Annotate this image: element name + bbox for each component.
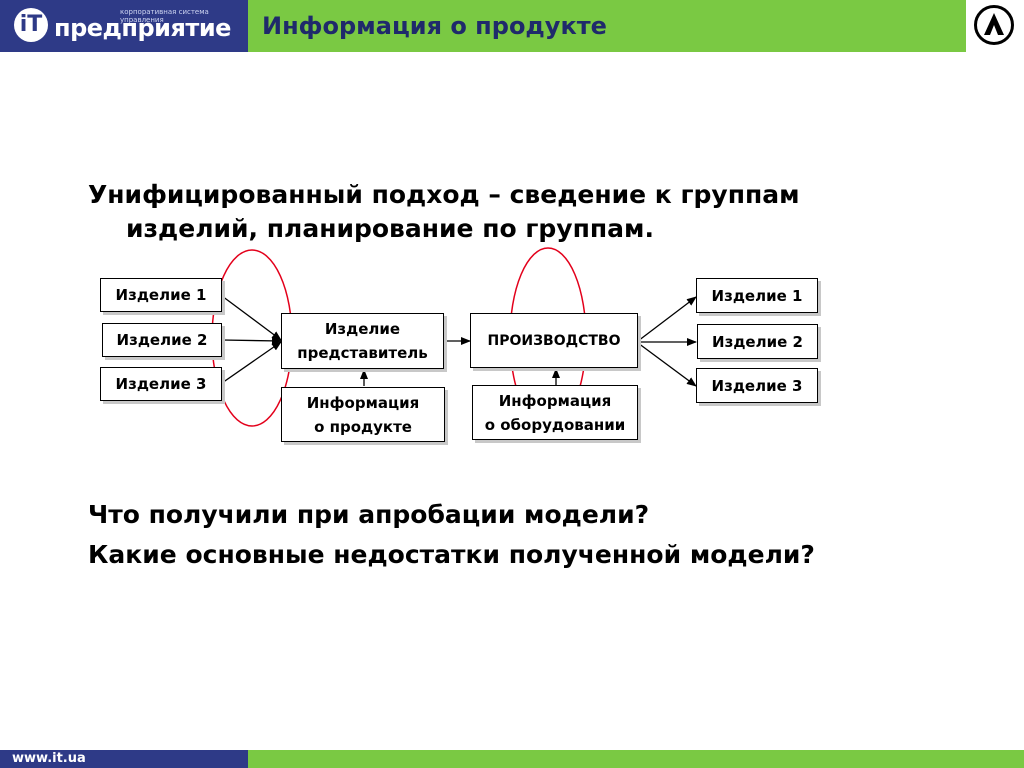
heading-line-1: Унифицированный подход – сведение к груп… — [88, 180, 800, 209]
left-item-2: Изделие 2 — [102, 323, 222, 357]
right-item-1: Изделие 1 — [696, 278, 818, 313]
logo-tagline: корпоративная система управления — [120, 8, 209, 24]
arrow-item3-to-representative — [221, 341, 282, 384]
highlight-ellipse-left — [211, 249, 293, 427]
emblem-container — [964, 0, 1024, 52]
brand-logo[interactable]: iT корпоративная система управления пред… — [0, 0, 248, 52]
header-bar: iT корпоративная система управления пред… — [0, 0, 1024, 52]
right-item-3: Изделие 3 — [696, 368, 818, 403]
production-box: ПРОИЗВОДСТВО — [470, 313, 638, 368]
equipment-info-line-2: о оборудовании — [484, 415, 626, 434]
equipment-info-line-1: Информация — [498, 391, 612, 410]
footer-brand-area: www.it.ua — [0, 750, 248, 768]
right-item-2: Изделие 2 — [697, 324, 818, 359]
footer-bar: www.it.ua — [0, 750, 1024, 768]
equipment-info-box: Информация о оборудовании — [472, 385, 638, 440]
arrow-item2-to-representative — [221, 336, 282, 345]
left-item-3: Изделие 3 — [100, 367, 222, 401]
company-emblem-icon — [974, 5, 1014, 45]
it-logo-icon: iT — [14, 8, 48, 42]
product-info-line-2: о продукте — [314, 417, 412, 436]
arrow-production-to-item1 — [637, 296, 697, 342]
product-info-line-1: Информация — [306, 393, 420, 412]
logo-name: предприятие — [54, 14, 231, 42]
arrow-item1-to-representative — [221, 295, 282, 341]
product-info-box: Информация о продукте — [281, 387, 445, 442]
heading-line-2: изделий, планирование по группам. — [126, 214, 654, 243]
arrow-production-to-item3 — [637, 342, 697, 387]
representative-line-1: Изделие — [324, 320, 401, 338]
left-item-1: Изделие 1 — [100, 278, 222, 312]
footer-url-link[interactable]: www.it.ua — [12, 751, 86, 766]
representative-line-2: представитель — [297, 344, 428, 362]
main-heading: Унифицированный подход – сведение к груп… — [88, 178, 848, 246]
question-2: Какие основные недостатки полученной мод… — [88, 540, 815, 569]
representative-box: Изделие представитель — [281, 313, 444, 369]
page-title: Информация о продукте — [262, 12, 607, 40]
question-1: Что получили при апробации модели? — [88, 500, 650, 529]
